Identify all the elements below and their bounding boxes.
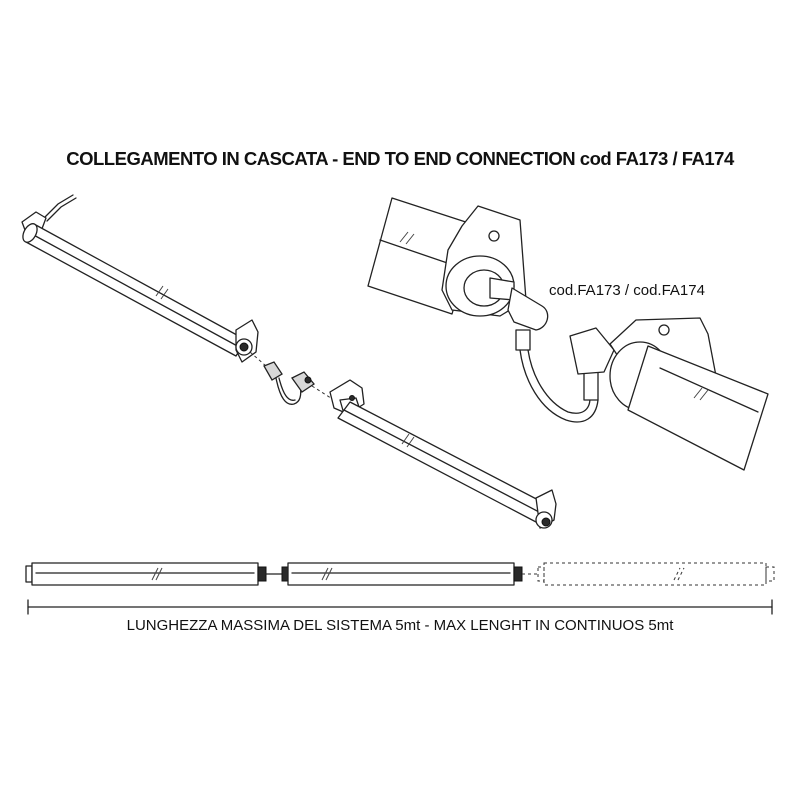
detail-view: [367, 197, 769, 471]
motor-connector: [239, 342, 249, 352]
detail-cable-gland-2: [583, 369, 599, 401]
strip-connector-1: [257, 566, 267, 582]
strip-tube-3-dashed: [543, 562, 767, 586]
strip-endcap-1a: [25, 565, 33, 583]
tube-upper-left: [21, 194, 259, 363]
cable-loop-edge: [278, 377, 296, 401]
strip-endcap-3b: [765, 566, 775, 582]
plug-pin: [304, 376, 312, 384]
cable-loop: [275, 377, 302, 405]
power-cable-edge: [46, 197, 77, 222]
strip-connector-2b: [513, 566, 523, 582]
motor-connector-second: [541, 517, 551, 527]
connection-guide-2: [311, 385, 335, 401]
strip-hatch-1: [151, 567, 163, 581]
dimension-line: [27, 599, 773, 615]
plug-male: [263, 361, 283, 381]
bracket-hole: [349, 395, 355, 401]
bottom-strip: [25, 562, 775, 586]
detail-plug-elbow-2: [569, 327, 615, 375]
glass-hatch: [155, 285, 169, 300]
connector-cable-small: [263, 361, 315, 405]
detail-glass-hatch-upper: [399, 231, 415, 245]
plug-female: [291, 371, 315, 393]
tube-highlight: [29, 232, 242, 349]
diagram-title: COLLEGAMENTO IN CASCATA - END TO END CON…: [66, 148, 734, 169]
part-code-callout: cod.FA173 / cod.FA174: [549, 282, 705, 299]
detail-tube-lower-line: [659, 367, 759, 413]
power-cable: [43, 194, 74, 219]
glass-hatch-second: [401, 433, 415, 448]
detail-plug-elbow: [507, 287, 549, 331]
detail-tube-lower: [627, 345, 769, 471]
strip-tube-1: [31, 562, 259, 586]
tube-lower-right: [329, 379, 557, 529]
detail-cable-edge: [527, 349, 591, 414]
strip-hatch-2: [321, 567, 333, 581]
tube-highlight-second: [343, 409, 542, 514]
tube-body: [25, 223, 247, 357]
max-length-caption: LUNGHEZZA MASSIMA DEL SISTEMA 5mt - MAX …: [126, 617, 674, 634]
detail-cable-gland: [515, 329, 531, 351]
detail-bracket-hole-upper: [488, 230, 500, 242]
strip-tube-2: [287, 562, 515, 586]
strip-hatch-3: [673, 567, 685, 581]
tube-body-second: [337, 401, 547, 523]
detail-cable: [519, 349, 599, 423]
strip-connector-2a: [281, 566, 289, 582]
tube-end-cap: [22, 223, 38, 243]
detail-bracket-hole-lower: [658, 324, 670, 336]
detail-glass-hatch-lower: [693, 387, 709, 401]
strip-connector-3a: [537, 566, 545, 582]
